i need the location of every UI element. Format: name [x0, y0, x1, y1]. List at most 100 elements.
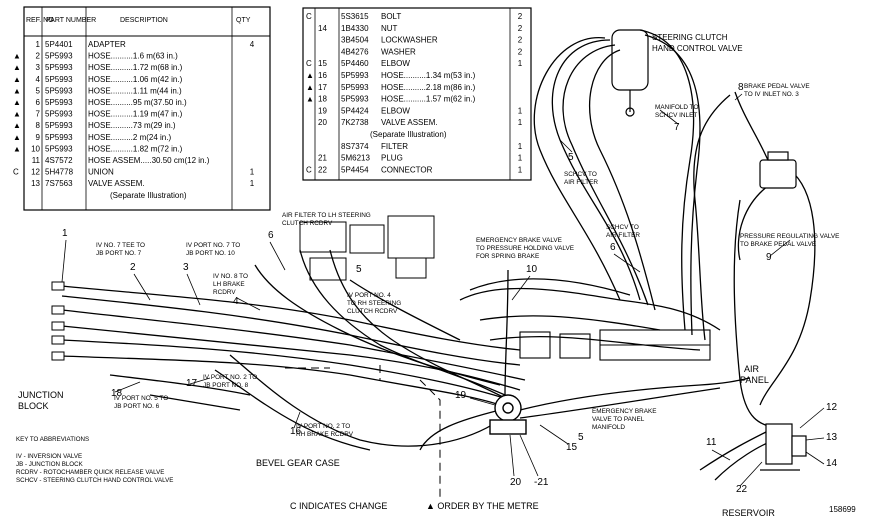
table2-part: 5P4424	[341, 106, 369, 115]
table1-header-desc: DESCRIPTION	[120, 17, 168, 24]
leader-line	[539, 424, 569, 445]
table2-mark: ▲	[306, 71, 314, 80]
table2-part: 1B4330	[341, 24, 369, 33]
air-filter-cluster	[299, 215, 435, 281]
table1-ref: 7	[36, 110, 41, 119]
label-iv8-2: LH BRAKE	[213, 281, 245, 288]
table2-desc: HOSE..........1.57 m(62 in.)	[381, 95, 476, 104]
leader-line	[739, 461, 763, 487]
key-item-rcdrv: RCDRV - ROTOCHAMBER QUICK RELEASE VALVE	[16, 469, 164, 476]
table2-qty: 1	[518, 118, 523, 127]
table1-mark: C	[13, 168, 19, 177]
table2-desc: CONNECTOR	[381, 165, 433, 174]
leader-line	[469, 397, 496, 406]
table2-qty: 1	[518, 154, 523, 163]
table1-mark: ▲	[13, 98, 21, 107]
abbreviation-key: KEY TO ABBREVIATIONS IV - INVERSION VALV…	[16, 436, 173, 484]
table2-ref: 22	[318, 165, 327, 174]
label-junction-block-2: BLOCK	[18, 401, 49, 411]
callout-c12: 12	[826, 402, 838, 413]
label-schcv-top-1: SCHCV TO	[564, 171, 597, 178]
table2-row: (Separate Illustration)	[370, 130, 447, 139]
metre-note: ▲ ORDER BY THE METRE	[426, 501, 539, 511]
table2-part: 5P4454	[341, 165, 369, 174]
key-title: KEY TO ABBREVIATIONS	[16, 436, 89, 443]
table1-ref: 13	[31, 179, 40, 188]
leader-line	[613, 253, 641, 273]
table2-desc: LOCKWASHER	[381, 36, 438, 45]
table1-part: 5P5993	[45, 121, 73, 130]
table1-part: 7S7563	[45, 179, 73, 188]
key-item-jb: JB - JUNCTION BLOCK	[16, 461, 84, 468]
parts-table-1-headers: REF. NO PART NUMBER DESCRIPTION QTY	[26, 17, 251, 24]
table1-desc: HOSE..........1.82 m(72 in.)	[88, 144, 183, 153]
table2-qty: 1	[518, 59, 523, 68]
label-emergency-panel-3: MANIFOLD	[592, 424, 625, 431]
table1-qty: 4	[250, 40, 255, 49]
table1-desc: HOSE..........1.11 m(44 in.)	[88, 86, 182, 95]
figure-number: 158699	[829, 505, 856, 514]
table1-part: 5P5993	[45, 63, 73, 72]
callout-c11: 11	[706, 437, 717, 448]
label-pressure-reg-2: TO BRAKE PEDAL VALVE	[740, 241, 816, 248]
label-iv2-jb8-1: IV PORT NO. 2 TO	[203, 374, 257, 381]
label-air-filter-lh-1: AIR FILTER TO LH STEERING	[282, 212, 371, 219]
table2-qty: 1	[518, 142, 523, 151]
table1-mark: ▲	[13, 121, 21, 130]
label-iv7-tee-1: IV NO. 7 TEE TO	[96, 242, 145, 249]
label-emergency-3: FOR SPRING BRAKE	[476, 253, 539, 260]
table1-mark: ▲	[13, 75, 21, 84]
table2-part: 5M6213	[341, 154, 370, 163]
table2-desc: WASHER	[381, 47, 416, 56]
label-air-panel-2: PANEL	[740, 375, 769, 385]
table1-part: 5P5993	[45, 52, 73, 61]
callout-c4: 4	[233, 296, 239, 307]
callout-c5c: 5	[578, 432, 584, 443]
leader-line	[186, 273, 201, 306]
leader-line	[769, 239, 791, 257]
table1-header-qty: QTY	[236, 17, 251, 24]
label-brake-pedal-1: BRAKE PEDAL VALVE	[744, 83, 810, 90]
table1-desc: HOSE..........1.6 m(63 in.)	[88, 52, 178, 61]
label-iv8-1: IV NO. 8 TO	[213, 273, 248, 280]
hose-lines	[61, 29, 816, 481]
callout-c1: 1	[62, 228, 68, 239]
key-item-iv: IV - INVERSION VALVE	[16, 453, 82, 460]
table1-mark: ▲	[13, 86, 21, 95]
label-iv4-3: CLUTCH RCDRV	[347, 308, 398, 315]
label-pressure-reg-1: PRESSURE REGULATING VALVE	[740, 233, 839, 240]
callout-c6b: 6	[610, 242, 616, 253]
label-iv5-jb6-1: IV PORT NO. 5 TO	[114, 395, 168, 402]
table1-desc: ADAPTER	[88, 40, 126, 49]
table2-mark: ▲	[306, 83, 314, 92]
callout-c8: 8	[738, 82, 744, 93]
table1-mark: ▲	[13, 63, 21, 72]
emergency-brake-valve-shape	[489, 394, 527, 435]
table1-desc: HOSE ASSEM.....30.50 cm(12 in.)	[88, 156, 210, 165]
table2-qty: 2	[518, 36, 523, 45]
table1-part: 4S7572	[45, 156, 73, 165]
table1-part: 5P4401	[45, 40, 73, 49]
label-iv8-3: RCDRV	[213, 289, 236, 296]
label-bevel-gear-case: BEVEL GEAR CASE	[256, 458, 340, 468]
table2-ref: 21	[318, 154, 327, 163]
leader-line	[189, 377, 211, 385]
table2-ref: 18	[318, 95, 327, 104]
label-schcv-top-2: AIR FILTER	[564, 179, 598, 186]
label-steering-clutch-2: HAND CONTROL VALVE	[652, 44, 743, 53]
label-iv2-rh-2: RH BRAKE RCDRV	[296, 431, 354, 438]
label-schcv-right-1: SCHCV TO	[606, 224, 639, 231]
